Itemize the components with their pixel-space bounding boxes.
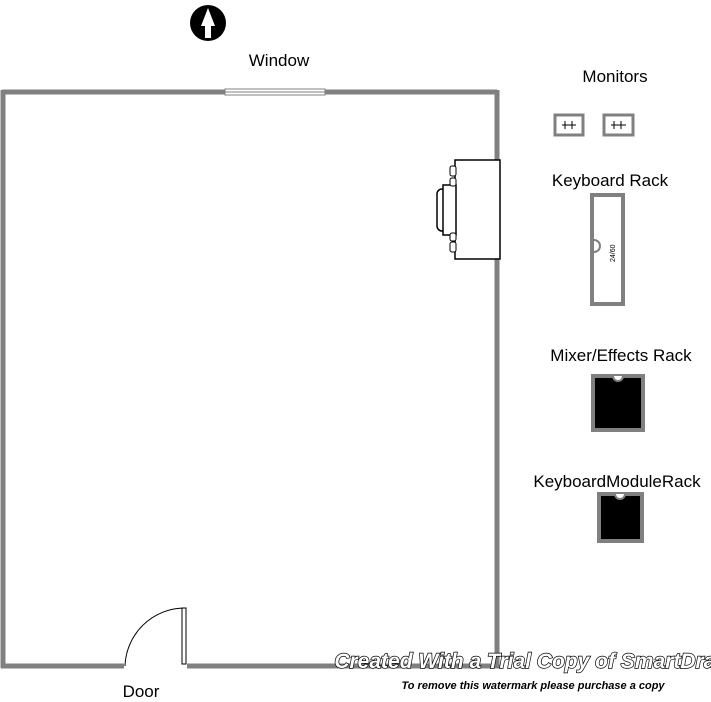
keyboard-rack-label: Keyboard Rack: [552, 171, 669, 190]
monitor-right: [602, 113, 635, 137]
monitor-left: [553, 113, 585, 137]
window-label: Window: [249, 51, 310, 70]
keyboard-rack: [590, 193, 625, 306]
watermark-title: Created With a Trial Copy of SmartDraw: [334, 650, 711, 673]
door: [124, 607, 187, 667]
keyboard-module-rack-label: KeyboardModuleRack: [533, 472, 701, 491]
room-walls: [0, 89, 500, 669]
north-arrow-icon: [190, 5, 226, 41]
keyboard-rack-size: 24/60: [610, 244, 617, 262]
door-label: Door: [123, 682, 160, 701]
window: [224, 88, 326, 96]
mixer-effects-rack-label: Mixer/Effects Rack: [550, 346, 692, 365]
desk: [454, 159, 501, 260]
monitors-label: Monitors: [582, 67, 647, 86]
keyboard-module-rack: [597, 492, 644, 543]
desk-chair: [436, 165, 457, 253]
mixer-effects-rack: [591, 374, 645, 432]
watermark-subtitle: To remove this watermark please purchase…: [401, 680, 665, 692]
